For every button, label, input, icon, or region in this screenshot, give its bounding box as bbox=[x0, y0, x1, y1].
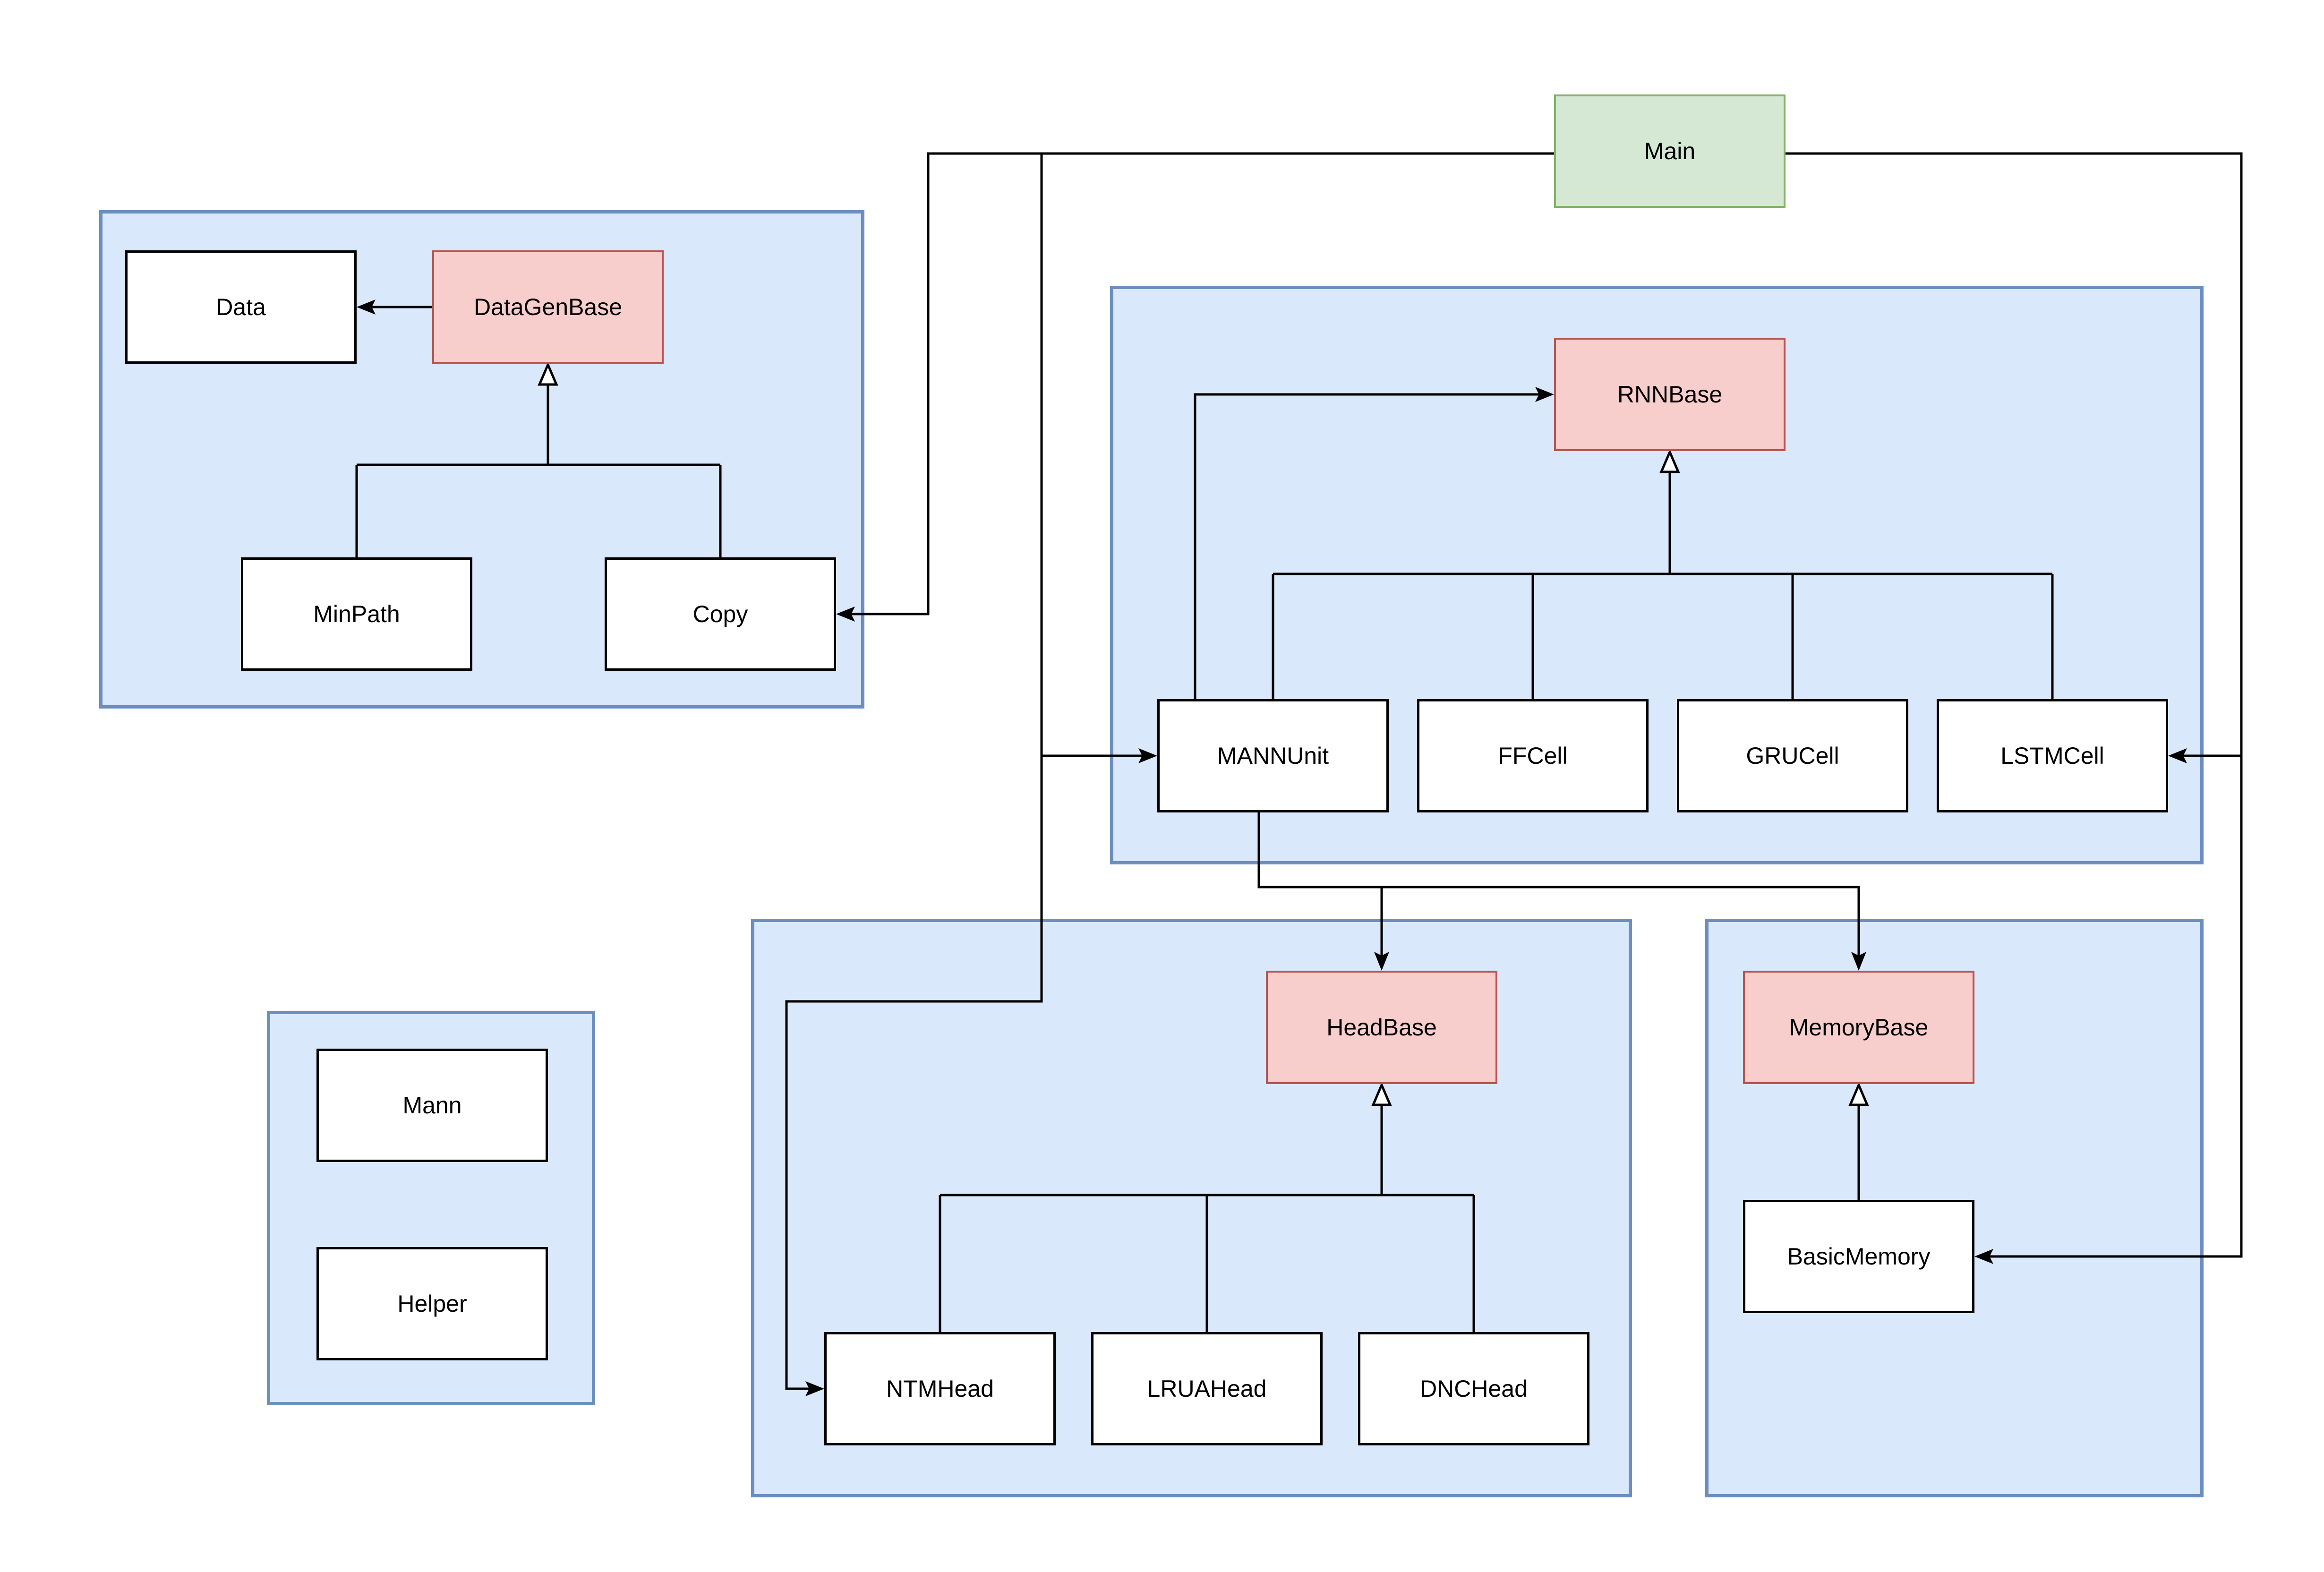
arrowhead-mannunit-to-memorybase bbox=[1851, 952, 1866, 971]
node-mannunit: MANNUnit bbox=[1157, 699, 1389, 812]
node-grucell-label: GRUCell bbox=[1746, 743, 1839, 769]
node-mannunit-label: MANNUnit bbox=[1217, 743, 1329, 769]
arrowhead-main-to-copy bbox=[836, 607, 855, 622]
node-helper-label: Helper bbox=[397, 1290, 467, 1317]
node-mann: Mann bbox=[316, 1049, 548, 1162]
edge-inherit-headbase bbox=[939, 1105, 1475, 1332]
node-ffcell: FFCell bbox=[1417, 699, 1649, 812]
node-ntmhead-label: NTMHead bbox=[886, 1376, 994, 1402]
node-copy-label: Copy bbox=[692, 601, 748, 627]
node-memorybase: MemoryBase bbox=[1743, 971, 1974, 1084]
node-headbase-label: HeadBase bbox=[1326, 1014, 1437, 1041]
node-minpath-label: MinPath bbox=[313, 601, 400, 627]
arrowhead-main-to-mannunit bbox=[1138, 748, 1157, 763]
inheritance-triangle-datagenbase bbox=[538, 361, 558, 386]
node-datagenbase: DataGenBase bbox=[432, 250, 664, 364]
node-dnchead: DNCHead bbox=[1358, 1332, 1589, 1445]
arrowhead-datagenbase-to-data bbox=[357, 299, 376, 315]
edge-mannunit-to-memorybase bbox=[1257, 812, 1860, 956]
arrowhead-mannunit-to-headbase bbox=[1374, 952, 1389, 971]
edge-inherit-datagenbase bbox=[355, 384, 722, 557]
node-main-label: Main bbox=[1644, 138, 1696, 164]
node-ffcell-label: FFCell bbox=[1498, 743, 1568, 769]
edge-main-to-copy bbox=[851, 152, 1554, 615]
node-grucell: GRUCell bbox=[1677, 699, 1908, 812]
node-dnchead-label: DNCHead bbox=[1420, 1376, 1528, 1402]
node-ntmhead: NTMHead bbox=[824, 1332, 1056, 1445]
inheritance-triangle-rnnbase bbox=[1659, 449, 1680, 473]
node-headbase: HeadBase bbox=[1266, 971, 1497, 1084]
node-basicmemory-label: BasicMemory bbox=[1787, 1243, 1931, 1270]
edge-main-to-basicmemory bbox=[1786, 152, 2243, 1258]
node-lruahead-label: LRUAHead bbox=[1147, 1376, 1267, 1402]
arrowhead-main-to-basicmemory bbox=[1974, 1249, 1993, 1264]
node-lstmcell-label: LSTMCell bbox=[2000, 743, 2104, 769]
node-memorybase-label: MemoryBase bbox=[1789, 1014, 1929, 1041]
node-copy: Copy bbox=[605, 557, 836, 671]
node-rnnbase: RNNBase bbox=[1554, 338, 1786, 451]
node-lstmcell: LSTMCell bbox=[1937, 699, 2168, 812]
arrowhead-main-to-ntmhead bbox=[805, 1381, 824, 1396]
node-minpath: MinPath bbox=[241, 557, 472, 671]
node-rnnbase-label: RNNBase bbox=[1617, 381, 1723, 408]
edge-main-to-ntmhead bbox=[785, 152, 1554, 1390]
inheritance-triangle-headbase bbox=[1371, 1082, 1392, 1106]
node-mann-label: Mann bbox=[402, 1092, 462, 1119]
node-main: Main bbox=[1554, 94, 1786, 208]
node-data-label: Data bbox=[216, 294, 266, 320]
node-helper: Helper bbox=[316, 1247, 548, 1360]
node-lruahead: LRUAHead bbox=[1091, 1332, 1323, 1445]
arrowhead-main-to-lstmcell bbox=[2168, 748, 2187, 763]
edge-inherit-rnnbase bbox=[1272, 472, 2054, 699]
inheritance-triangle-memorybase bbox=[1848, 1082, 1869, 1106]
arrowhead-mannunit-to-rnnbase bbox=[1535, 387, 1554, 402]
edge-mannunit-to-rnnbase bbox=[1194, 393, 1539, 699]
node-basicmemory: BasicMemory bbox=[1743, 1200, 1974, 1313]
node-data: Data bbox=[125, 250, 357, 364]
node-datagenbase-label: DataGenBase bbox=[473, 294, 623, 320]
